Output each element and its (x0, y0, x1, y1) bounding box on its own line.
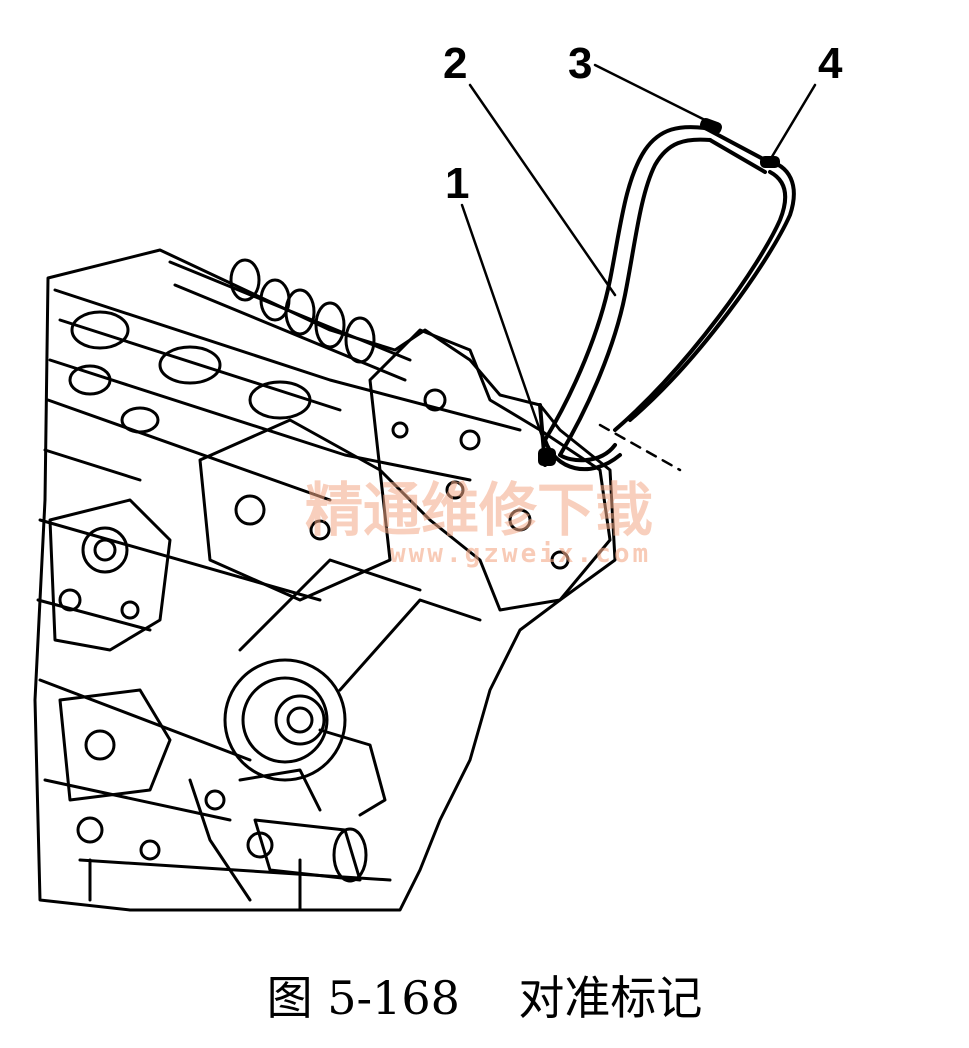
cylinder-ports (68, 310, 312, 434)
callout-1: 1 (445, 159, 469, 208)
figure-caption: 图 5-168 对准标记 (0, 962, 969, 1028)
alignment-mark-links (538, 118, 780, 466)
leader-1 (460, 203, 547, 447)
figure-number: 图 5-168 (266, 971, 460, 1025)
callout-4: 4 (818, 39, 843, 88)
leader-2 (468, 83, 617, 297)
callout-leaders (460, 63, 817, 447)
callout-2: 2 (443, 39, 467, 88)
lower-assembly (188, 768, 368, 902)
watermark-url: www.gzweix.com (390, 539, 651, 569)
callout-3: 3 (568, 39, 592, 88)
reference-line (598, 423, 682, 472)
alignment-mark-4 (760, 156, 780, 168)
leader-3 (593, 63, 707, 122)
left-bracket (48, 498, 172, 861)
watermark-text: 精通维修下载 (305, 476, 653, 544)
camshaft (168, 258, 412, 382)
alignment-mark-3 (700, 118, 722, 134)
leader-4 (768, 83, 817, 162)
timing-chain (538, 125, 796, 472)
front-cover (198, 328, 612, 612)
engine-block (33, 248, 617, 912)
figure-title: 对准标记 (518, 971, 703, 1025)
alignment-mark-1 (538, 448, 556, 466)
crankshaft-sprocket (223, 558, 482, 817)
